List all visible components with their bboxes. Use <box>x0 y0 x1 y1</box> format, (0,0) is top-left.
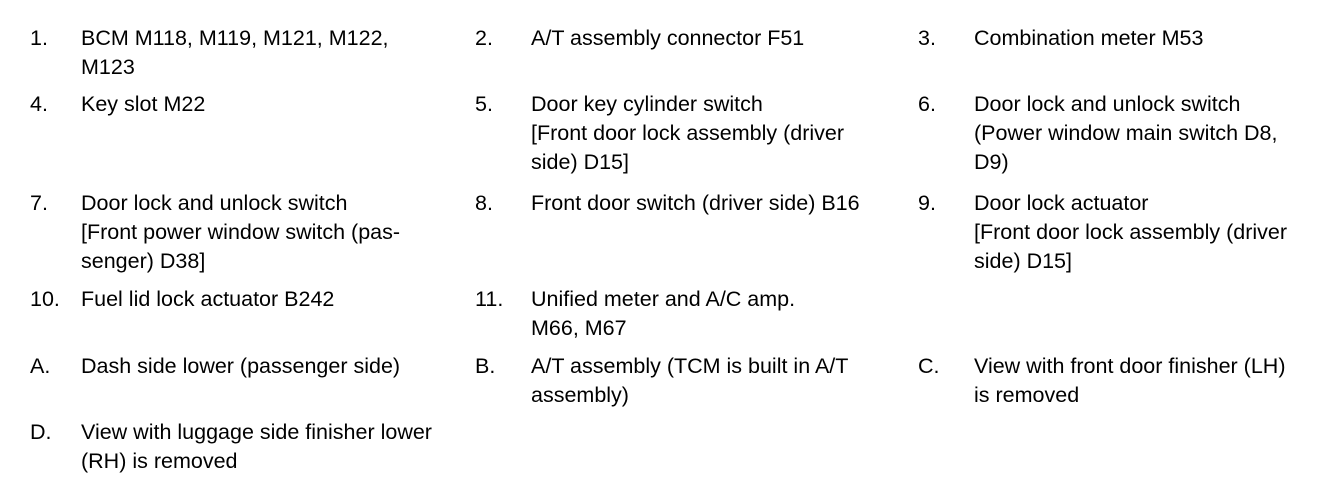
legend-item-description: A/T assembly connector F51 <box>531 26 805 50</box>
legend-item-description: Door lock and unlock switch (Power windo… <box>974 92 1278 174</box>
legend-item-number: 3. <box>918 26 936 50</box>
legend-item-number: 9. <box>918 191 936 215</box>
legend-item-description: Front door switch (driver side) B16 <box>531 191 860 215</box>
legend-item-number: 10. <box>30 287 60 311</box>
legend-item-number: 4. <box>30 92 48 116</box>
legend-item-letter: A. <box>30 354 51 378</box>
legend-item-description: Key slot M22 <box>81 92 206 116</box>
legend-item-number: 5. <box>475 92 493 116</box>
legend-item-number: 11. <box>475 287 504 311</box>
legend-item-letter: D. <box>30 420 52 444</box>
legend-item-number: 6. <box>918 92 936 116</box>
legend-item-description: View with luggage side finisher lower (R… <box>81 420 432 473</box>
legend-item-description: Door lock and unlock switch [Front power… <box>81 191 401 273</box>
legend-item-description: View with front door finisher (LH) is re… <box>974 354 1286 407</box>
legend-item-number: 1. <box>30 26 48 50</box>
legend-item-letter: C. <box>918 354 940 378</box>
legend-item-description: A/T assembly (TCM is built in A/T assemb… <box>531 354 849 407</box>
legend-item-description: Fuel lid lock actuator B242 <box>81 287 335 311</box>
legend-item-description: Unified meter and A/C amp. M66, M67 <box>531 287 796 340</box>
legend-item-description: Door key cylinder switch [Front door loc… <box>531 92 845 174</box>
legend-item-number: 2. <box>475 26 493 50</box>
legend-item-description: Door lock actuator [Front door lock asse… <box>974 191 1288 273</box>
legend-item-description: Combination meter M53 <box>974 26 1204 50</box>
legend-item-description: Dash side lower (passenger side) <box>81 354 401 378</box>
legend-item-description: BCM M118, M119, M121, M122, M123 <box>81 26 389 79</box>
legend-item-letter: B. <box>475 354 496 378</box>
legend-item-number: 7. <box>30 191 48 215</box>
legend-item-number: 8. <box>475 191 493 215</box>
